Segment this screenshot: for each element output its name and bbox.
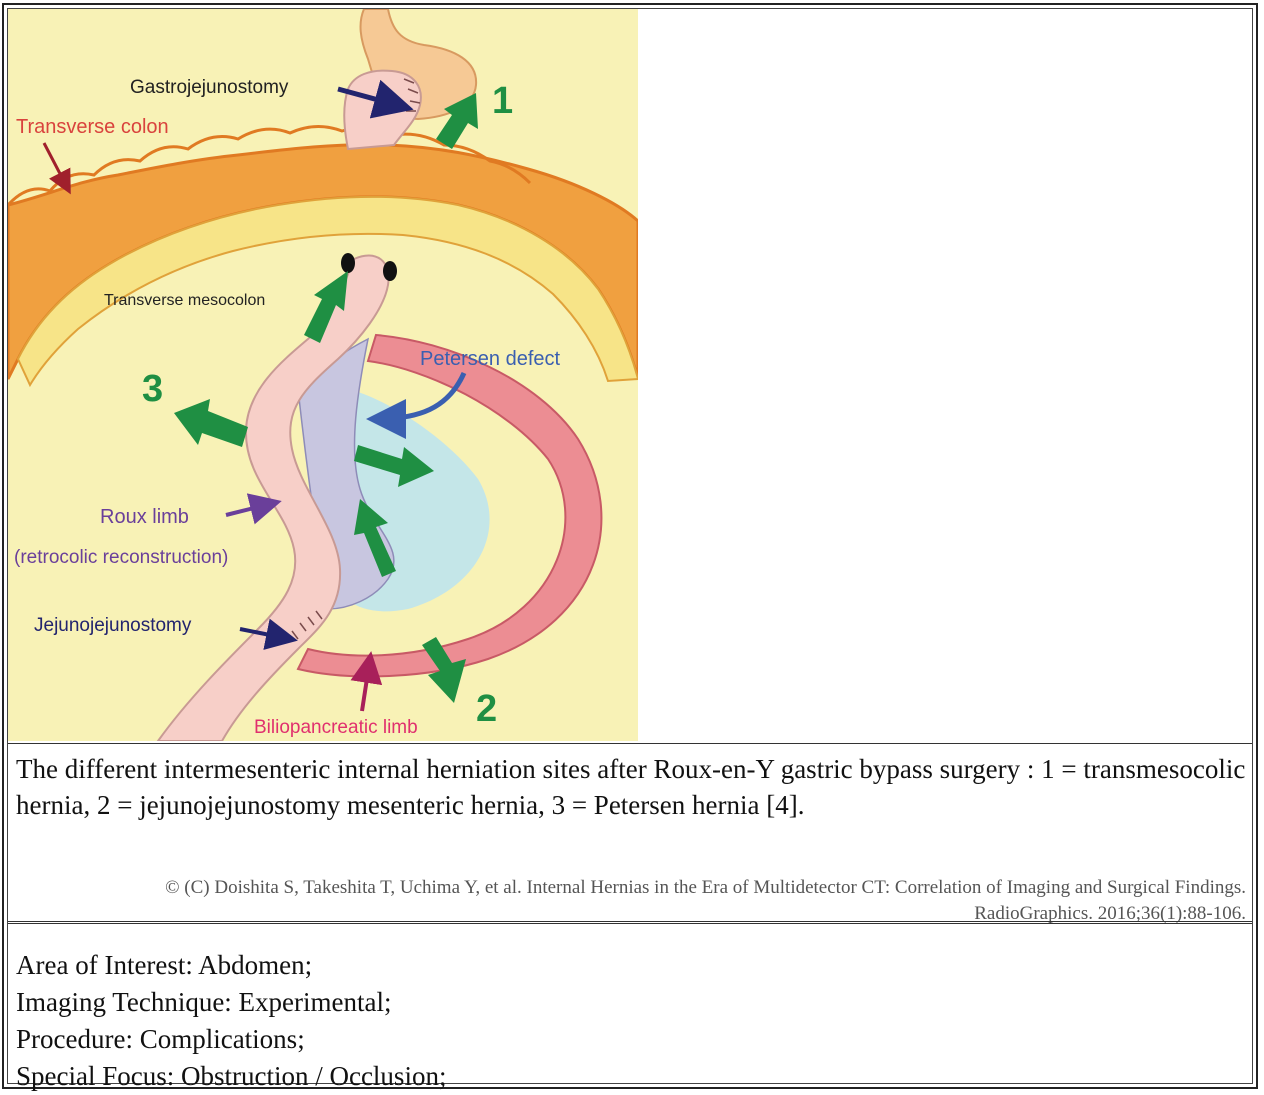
hernia-diagram: 1 3 2 Gastrojejunostomy Transverse colon… xyxy=(8,9,638,741)
green-arrows xyxy=(174,93,478,703)
metadata-block: Area of Interest: Abdomen; Imaging Techn… xyxy=(16,947,446,1095)
meta-focus: Special Focus: Obstruction / Occlusion; xyxy=(16,1061,447,1091)
figure-caption-divider xyxy=(8,743,1252,744)
arrow-site-2 xyxy=(422,637,466,703)
figure-caption: The different intermesenteric internal h… xyxy=(16,754,1246,820)
jejunojejunostomy-pointer xyxy=(239,618,298,650)
label-retrocolic: (retrocolic reconstruction) xyxy=(14,547,228,568)
site-label-3: 3 xyxy=(142,368,163,410)
petersen-defect-pointer xyxy=(366,371,467,439)
arrow-site-3 xyxy=(174,399,248,447)
transverse-colon-pointer xyxy=(42,142,71,195)
label-jejunojejunostomy: Jejunojejunostomy xyxy=(34,615,192,636)
label-biliopancreatic-limb: Biliopancreatic limb xyxy=(254,717,418,738)
figure-cell: 1 3 2 Gastrojejunostomy Transverse colon… xyxy=(8,9,1252,741)
meta-technique: Imaging Technique: Experimental; xyxy=(16,987,392,1017)
figure-table: 1 3 2 Gastrojejunostomy Transverse colon… xyxy=(7,8,1253,1091)
site-label-2: 2 xyxy=(476,688,497,730)
arrow-petersen-up xyxy=(354,499,396,577)
meta-area: Area of Interest: Abdomen; xyxy=(16,950,313,980)
biliopancreatic-limb xyxy=(296,333,603,678)
label-transverse-mesocolon: Transverse mesocolon xyxy=(104,292,265,309)
arrow-petersen-right xyxy=(354,445,434,487)
gastrojejunostomy-pointer xyxy=(337,79,414,119)
site-label-1: 1 xyxy=(492,80,513,122)
figure-frame: 1 3 2 Gastrojejunostomy Transverse colon… xyxy=(2,3,1258,1091)
caption-meta-divider xyxy=(8,921,1252,924)
mesocolon-clip-left xyxy=(341,253,355,273)
label-gastrojejunostomy: Gastrojejunostomy xyxy=(130,77,289,98)
mesocolon-clip-right xyxy=(383,261,397,281)
label-transverse-colon: Transverse colon xyxy=(16,116,169,138)
copyright-notice: © (C) Doishita S, Takeshita T, Uchima Y,… xyxy=(165,877,1246,924)
meta-procedure: Procedure: Complications; xyxy=(16,1024,305,1054)
roux-limb-pointer xyxy=(225,493,282,525)
label-petersen-defect: Petersen defect xyxy=(420,348,561,370)
arrow-mesocolon xyxy=(304,271,348,343)
biliopancreatic-pointer xyxy=(350,651,383,712)
transverse-mesocolon xyxy=(16,195,638,388)
label-roux-limb: Roux limb xyxy=(100,506,189,528)
arrow-site-1 xyxy=(436,93,478,149)
